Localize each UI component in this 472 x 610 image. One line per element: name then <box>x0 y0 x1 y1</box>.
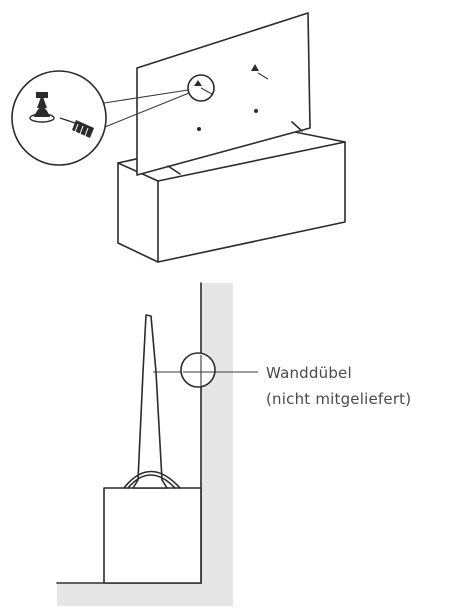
tv-panel <box>136 12 311 176</box>
screw-icon-detail <box>59 117 94 138</box>
tv-side-profile <box>123 314 181 489</box>
wall-anchor-highlight <box>180 352 216 388</box>
stand-box-side <box>103 487 202 584</box>
callout-label-not-included: (nicht mitgeliefert) <box>266 390 412 408</box>
wall <box>201 283 233 605</box>
callout-label-wall-anchor: Wanddübel <box>266 364 352 382</box>
bottom-illustration <box>56 282 258 606</box>
screw-icon <box>251 64 269 80</box>
magnified-detail <box>11 70 190 166</box>
top-illustration <box>11 12 346 263</box>
tv-bracket-icon <box>29 92 55 123</box>
tv-mount-points <box>187 64 269 131</box>
anchor-icon <box>194 80 213 95</box>
mount-highlight-circle <box>187 74 215 102</box>
